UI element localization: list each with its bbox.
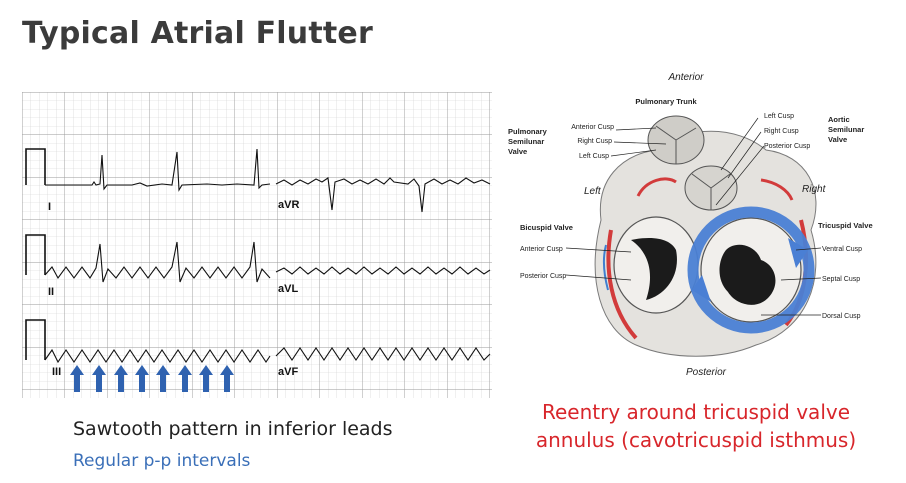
- label-septal-cusp: Septal Cusp: [822, 276, 860, 283]
- label-aortic-valve-2: Semilunar: [828, 125, 864, 134]
- label-posterior-cusp-aortic: Posterior Cusp: [764, 143, 810, 150]
- reentry-line-2: annulus (cavotricuspid isthmus): [535, 428, 857, 452]
- label-posterior: Posterior: [686, 367, 727, 378]
- lead-label-avr: aVR: [278, 199, 299, 211]
- caption-pp-intervals: Regular p-p intervals: [73, 451, 251, 471]
- label-right-cusp-aortic: Right Cusp: [764, 128, 799, 135]
- arrow-up-icon: [114, 365, 128, 392]
- caption-sawtooth: Sawtooth pattern in inferior leads: [73, 418, 393, 440]
- label-anterior: Anterior: [667, 72, 704, 83]
- reentry-description: Reentry around tricuspid valve annulus (…: [506, 398, 886, 454]
- reentry-line-1: Reentry around tricuspid valve: [541, 400, 851, 424]
- arrow-up-icon: [156, 365, 170, 392]
- lead-ii-trace: [44, 241, 271, 283]
- label-pulmonary-valve-2: Semilunar: [508, 137, 544, 146]
- label-pulmonary-valve-1: Pulmonary: [508, 127, 548, 136]
- label-anterior-cusp-bi: Anterior Cusp: [520, 246, 563, 253]
- circuit-arrow-icon: [788, 238, 808, 268]
- label-right-cusp-top: Right Cusp: [577, 138, 612, 145]
- calibration-pulse: [25, 148, 46, 185]
- label-aortic-valve-1: Aortic: [828, 115, 850, 124]
- circuit-arrow-icon: [692, 275, 711, 302]
- arrow-up-icon: [199, 365, 213, 392]
- arrow-up-icon: [70, 365, 84, 392]
- label-ventral-cusp: Ventral Cusp: [822, 246, 862, 253]
- heart-valve-diagram: Anterior Pulmonary Trunk Pulmonary Semil…: [508, 72, 873, 378]
- lead-label-avl: aVL: [278, 283, 298, 295]
- label-bicuspid-valve: Bicuspid Valve: [520, 223, 573, 232]
- label-dorsal-cusp: Dorsal Cusp: [822, 313, 861, 320]
- label-left-cusp-top: Left Cusp: [579, 153, 609, 160]
- label-anterior-cusp-top: Anterior Cusp: [571, 124, 614, 131]
- label-pulmonary-valve-3: Valve: [508, 147, 527, 156]
- ecg-strip: I aVR II aVL III aVF: [22, 92, 492, 398]
- label-aortic-valve-3: Valve: [828, 135, 847, 144]
- p-wave-arrows: [70, 365, 234, 392]
- lead-label-iii: III: [52, 366, 61, 378]
- slide-title: Typical Atrial Flutter: [22, 16, 373, 51]
- label-right: Right: [802, 184, 827, 195]
- lead-label-ii: II: [48, 286, 54, 298]
- calibration-pulse: [25, 234, 46, 275]
- label-left: Left: [584, 186, 602, 197]
- lead-i-trace: [45, 148, 271, 192]
- reentry-circuit-ring: [687, 206, 815, 334]
- label-left-cusp-aortic: Left Cusp: [764, 113, 794, 120]
- arrow-up-icon: [92, 365, 106, 392]
- lead-avr-trace: [275, 177, 491, 213]
- lead-label-avf: aVF: [278, 366, 298, 378]
- label-tricuspid-valve: Tricuspid Valve: [818, 221, 873, 230]
- calibration-pulse: [25, 319, 46, 360]
- lead-label-i: I: [48, 201, 51, 213]
- label-pulmonary-trunk: Pulmonary Trunk: [635, 97, 697, 106]
- arrow-up-icon: [135, 365, 149, 392]
- label-posterior-cusp-bi: Posterior Cusp: [520, 273, 566, 280]
- lead-avf-trace: [275, 347, 491, 361]
- arrow-up-icon: [178, 365, 192, 392]
- arrow-up-icon: [220, 365, 234, 392]
- lead-avl-trace: [275, 266, 491, 275]
- lead-iii-trace: [44, 348, 271, 364]
